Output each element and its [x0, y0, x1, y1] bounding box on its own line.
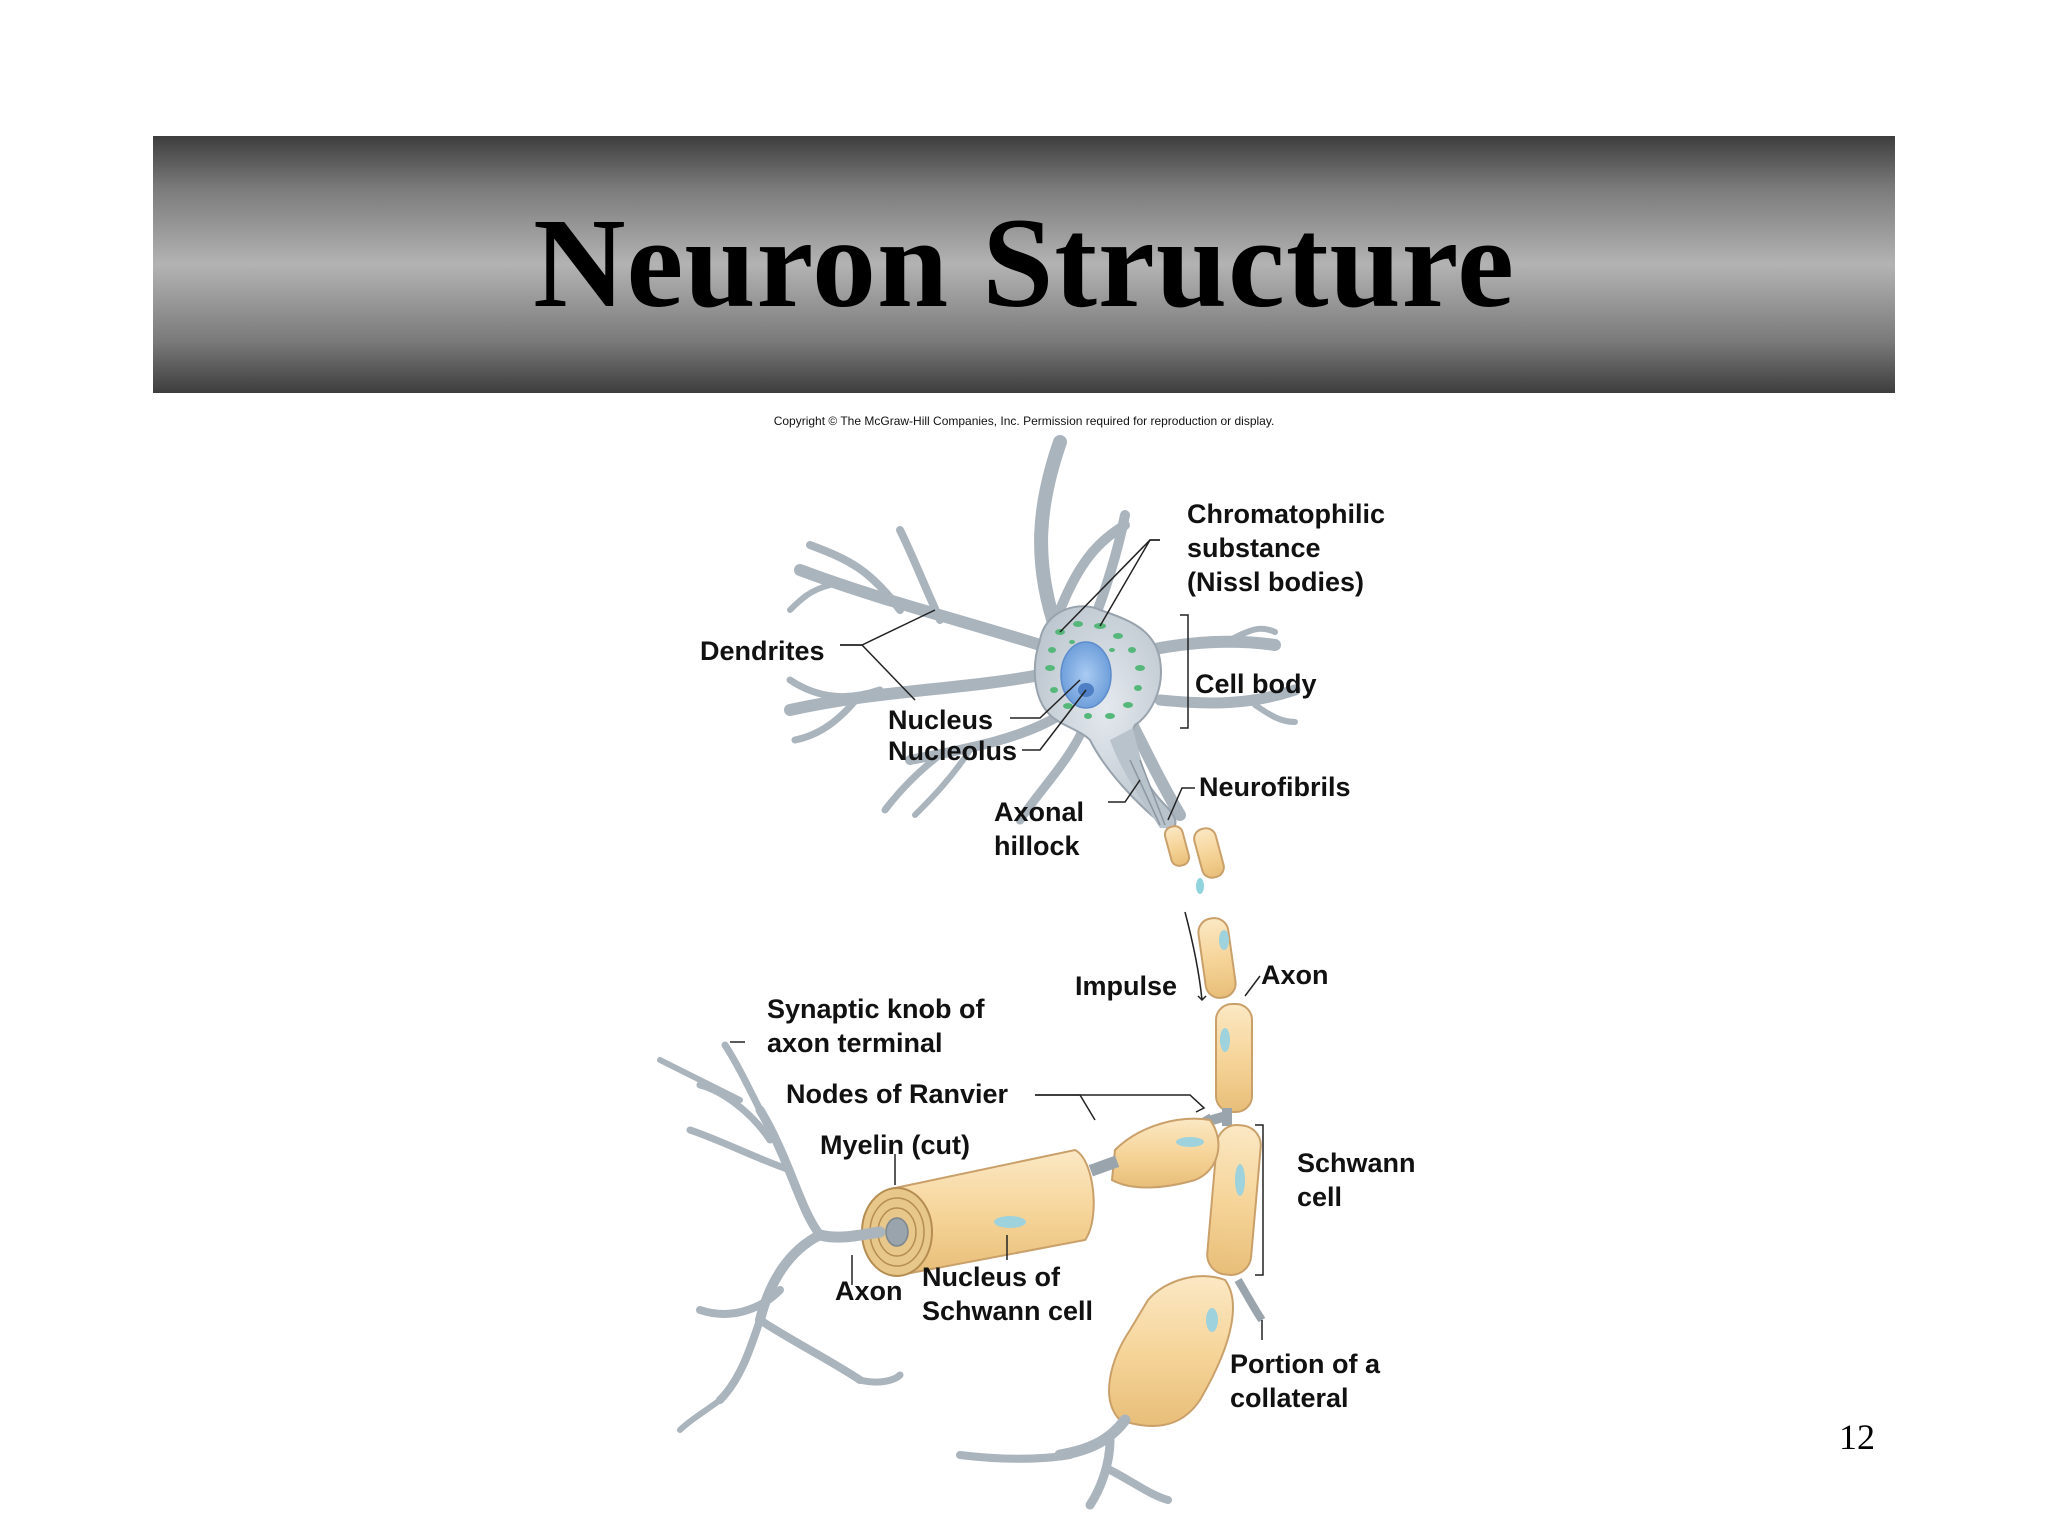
label-nucleus-of-schwann-cell: Nucleus of Schwann cell: [922, 1260, 1093, 1328]
dendrites: [784, 435, 1301, 825]
label-chromatophilic-line2: substance: [1187, 533, 1321, 563]
label-axonal-hillock-line2: hillock: [994, 831, 1080, 861]
label-nodes-of-ranvier: Nodes of Ranvier: [786, 1079, 1009, 1109]
leader-lines: [730, 539, 1264, 1340]
myelinated-axon: [956, 917, 1266, 1510]
label-axon-lower: Axon: [835, 1276, 903, 1306]
label-collateral-line2: collateral: [1230, 1383, 1349, 1413]
label-neurofibrils: Neurofibrils: [1199, 772, 1351, 802]
label-nucleolus: Nucleolus: [888, 736, 1018, 766]
label-chromatophilic: Chromatophilic substance (Nissl bodies): [1187, 497, 1385, 599]
label-cell-body: Cell body: [1195, 669, 1317, 699]
label-dendrites: Dendrites: [700, 636, 825, 666]
label-nucleus: Nucleus: [888, 705, 994, 735]
copyright-notice: Copyright © The McGraw-Hill Companies, I…: [773, 414, 1275, 428]
label-synaptic-knob-line2: axon terminal: [767, 1028, 943, 1058]
label-axonal-hillock: Axonal hillock: [994, 795, 1084, 863]
label-impulse: Impulse: [1075, 971, 1178, 1001]
label-schwann-cell-line1: Schwann: [1297, 1148, 1416, 1178]
label-axonal-hillock-line1: Axonal: [994, 797, 1085, 827]
slide-title: Neuron Structure: [533, 192, 1515, 334]
page-number: 12: [1839, 1417, 1875, 1457]
label-axon-upper: Axon: [1261, 960, 1329, 990]
label-chromatophilic-line1: Chromatophilic: [1187, 499, 1386, 529]
label-myelin-cut: Myelin (cut): [820, 1130, 971, 1160]
label-portion-of-collateral: Portion of a collateral: [1230, 1347, 1380, 1415]
nissl-bodies: [1045, 621, 1145, 719]
label-synaptic-knob: Synaptic knob of axon terminal: [767, 992, 985, 1060]
myelin-branch: [657, 1041, 1220, 1433]
label-schwann-cell: Schwann cell: [1297, 1146, 1416, 1214]
nucleus: [1060, 641, 1112, 709]
label-collateral-line1: Portion of a: [1230, 1349, 1380, 1379]
neurofibrils-lines: [1129, 759, 1166, 826]
axon-cut-pieces: [1163, 825, 1225, 879]
label-schwann-cell-line2: cell: [1297, 1182, 1343, 1212]
label-synaptic-knob-line1: Synaptic knob of: [767, 994, 985, 1024]
label-chromatophilic-line3: (Nissl bodies): [1187, 567, 1365, 597]
title-bar: Neuron Structure: [153, 136, 1895, 393]
label-nucleus-of-schwann-line1: Nucleus of: [922, 1262, 1061, 1292]
label-nucleus-of-schwann-line2: Schwann cell: [922, 1296, 1094, 1326]
